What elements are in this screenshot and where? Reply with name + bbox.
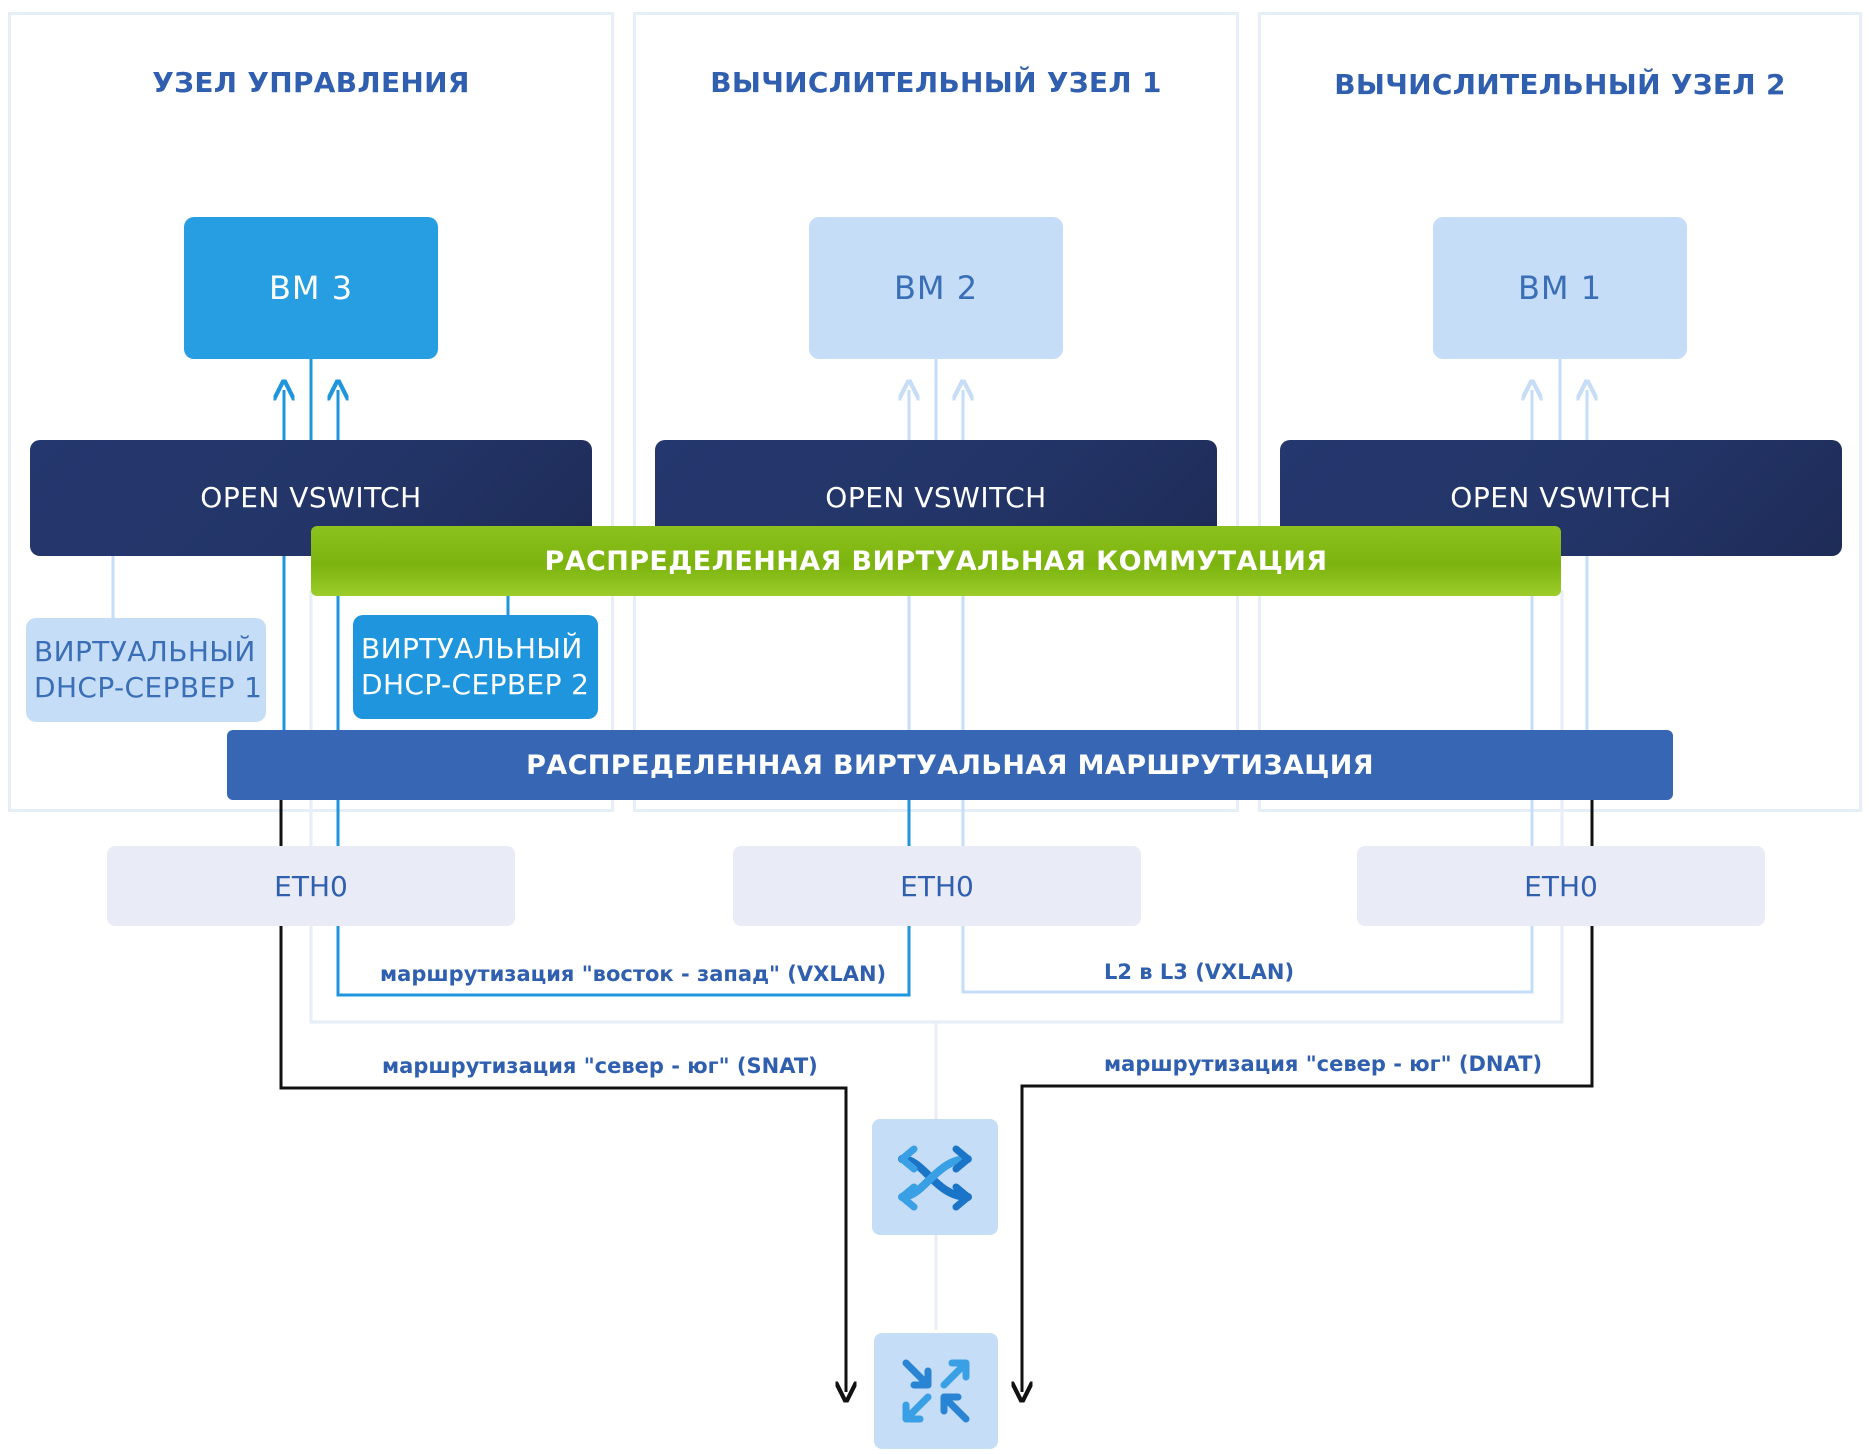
l2-in-l3-label: L2 в L3 (VXLAN) (1104, 960, 1295, 984)
distributed-virtual-routing-band: РАСПРЕДЕЛЕННАЯ ВИРТУАЛЬНАЯ МАРШРУТИЗАЦИЯ (227, 730, 1673, 800)
compute-node-1-frame (633, 12, 1239, 812)
dhcp-server-2-line1: ВИРТУАЛЬНЫЙ (361, 632, 583, 665)
open-vswitch-control-label: OPEN VSWITCH (200, 480, 422, 514)
vm-1[interactable]: ВМ 1 (1433, 217, 1687, 359)
compute-node-1-title: ВЫЧИСЛИТЕЛЬНЫЙ УЗЕЛ 1 (710, 66, 1162, 99)
control-node-title: УЗЕЛ УПРАВЛЕНИЯ (152, 66, 470, 99)
compute-node-2-title: ВЫЧИСЛИТЕЛЬНЫЙ УЗЕЛ 2 (1334, 68, 1786, 101)
open-vswitch-compute-2-label: OPEN VSWITCH (1450, 480, 1672, 514)
dhcp-server-2-line2: DHCP-СЕРВЕР 2 (361, 668, 590, 701)
switch-arrows-icon (898, 1145, 972, 1211)
switching-loop-line (309, 590, 1564, 1024)
north-south-snat-label: маршрутизация "север - юг" (SNAT) (382, 1054, 818, 1078)
eth0-compute-2[interactable]: ETH0 (1357, 846, 1765, 926)
dhcp-server-1[interactable]: ВИРТУАЛЬНЫЙ DHCP-СЕРВЕР 1 (26, 618, 266, 722)
dhcp-server-2[interactable]: ВИРТУАЛЬНЫЙ DHCP-СЕРВЕР 2 (353, 615, 598, 719)
eth0-compute-1[interactable]: ETH0 (733, 846, 1141, 926)
east-west-routing-label: маршрутизация "восток - запад" (VXLAN) (380, 962, 887, 986)
compute-node-2-frame (1258, 12, 1862, 812)
router-arrows-icon (902, 1359, 970, 1423)
dhcp-server-1-line2: DHCP-СЕРВЕР 1 (34, 671, 263, 704)
dnat-path-line (1022, 800, 1594, 1392)
north-south-dnat-label: маршрутизация "север - юг" (DNAT) (1104, 1052, 1543, 1076)
vm-2[interactable]: ВМ 2 (809, 217, 1063, 359)
distributed-virtual-switching-band: РАСПРЕДЕЛЕННАЯ ВИРТУАЛЬНАЯ КОММУТАЦИЯ (311, 526, 1561, 596)
dhcp-server-1-line1: ВИРТУАЛЬНЫЙ (34, 635, 256, 668)
router[interactable] (874, 1333, 998, 1449)
physical-switch[interactable] (872, 1119, 998, 1235)
open-vswitch-compute-1-label: OPEN VSWITCH (825, 480, 1047, 514)
vm-3[interactable]: ВМ 3 (184, 217, 438, 359)
eth0-control[interactable]: ETH0 (107, 846, 515, 926)
snat-path-line (279, 800, 846, 1392)
